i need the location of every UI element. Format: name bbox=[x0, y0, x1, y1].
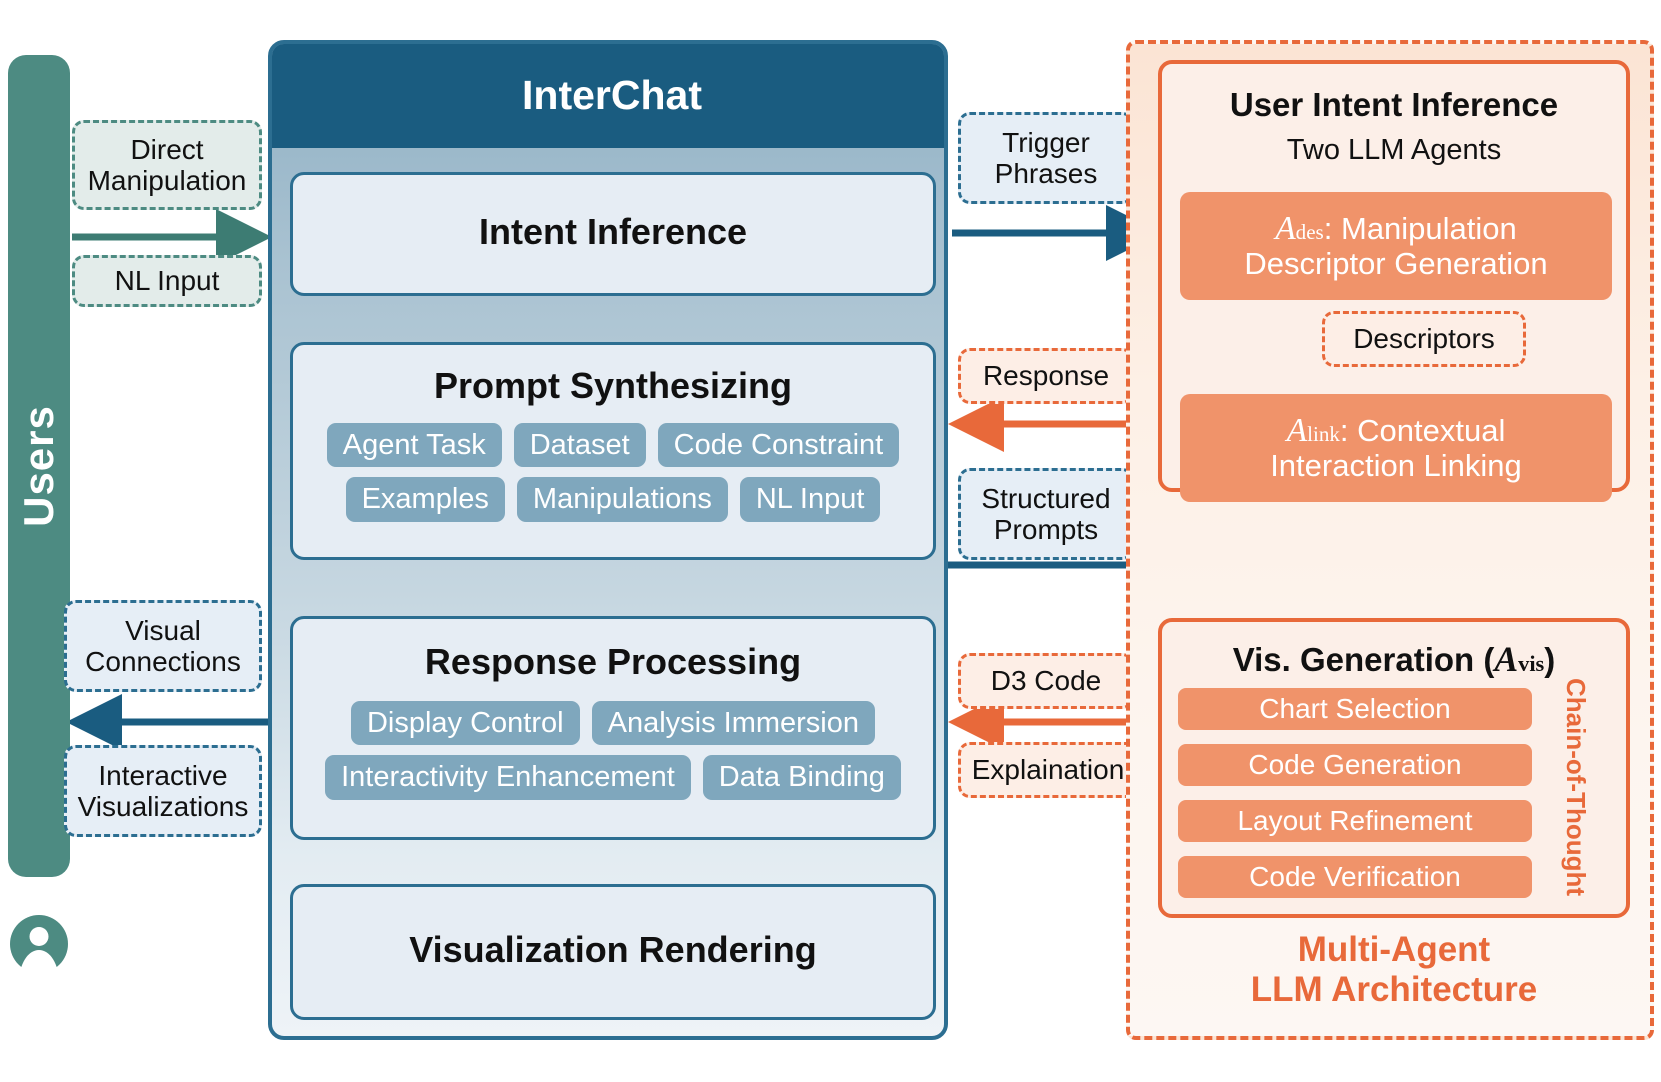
chip-nl-input: NL Input bbox=[72, 255, 262, 307]
agent-subscript-des: des bbox=[1295, 219, 1324, 244]
avatar-body bbox=[19, 950, 59, 982]
stage-title: Response Processing bbox=[424, 641, 802, 682]
vis-title-prefix: Vis. Generation ( bbox=[1232, 641, 1495, 678]
agent-symbol-A: A bbox=[1494, 639, 1519, 679]
chip-direct-manipulation: Direct Manipulation bbox=[72, 120, 262, 210]
agent-des-line2: Descriptor Generation bbox=[1244, 246, 1548, 282]
chip-line1: Visual bbox=[125, 614, 201, 646]
agent-des-text1: : Manipulation bbox=[1323, 210, 1517, 246]
chip-line1: Structured bbox=[981, 482, 1111, 514]
card-title: Vis. Generation (Avis) bbox=[1162, 638, 1626, 680]
tag-agent-task[interactable]: Agent Task bbox=[326, 423, 502, 468]
stage-response-processing[interactable]: Response Processing Display Control Anal… bbox=[290, 616, 936, 840]
chip-line2: Prompts bbox=[993, 514, 1099, 545]
agent-des-line1: Ades: Manipulation bbox=[1275, 210, 1517, 248]
caption-line1: Multi-Agent bbox=[1297, 930, 1491, 969]
vis-step-code-generation[interactable]: Code Generation bbox=[1178, 744, 1532, 786]
chip-structured-prompts: Structured Prompts bbox=[958, 468, 1134, 560]
tag-row: Display Control Analysis Immersion bbox=[293, 701, 933, 746]
users-label: Users bbox=[15, 405, 62, 527]
tag-row: Interactivity Enhancement Data Binding bbox=[293, 755, 933, 800]
multi-agent-caption: Multi-Agent LLM Architecture bbox=[1158, 930, 1630, 1009]
tag-dataset[interactable]: Dataset bbox=[513, 423, 646, 468]
vis-step-layout-refinement[interactable]: Layout Refinement bbox=[1178, 800, 1532, 842]
stage-title: Visualization Rendering bbox=[409, 929, 817, 970]
chip-line1: Response bbox=[982, 360, 1110, 392]
user-avatar-icon bbox=[10, 915, 68, 982]
stage-prompt-synthesizing[interactable]: Prompt Synthesizing Agent Task Dataset C… bbox=[290, 342, 936, 560]
chip-line2: Connections bbox=[85, 646, 241, 677]
agent-symbol-A: A bbox=[1275, 209, 1296, 247]
chip-line2: Manipulation bbox=[87, 165, 247, 196]
chip-trigger-phrases: Trigger Phrases bbox=[958, 112, 1134, 204]
tag-code-constraint[interactable]: Code Constraint bbox=[657, 423, 900, 468]
caption-line2: LLM Architecture bbox=[1250, 969, 1538, 1009]
users-bar: Users bbox=[8, 55, 70, 877]
tag-display-control[interactable]: Display Control bbox=[350, 701, 580, 746]
chip-descriptors: Descriptors bbox=[1322, 311, 1526, 367]
stage-visualization-rendering[interactable]: Visualization Rendering bbox=[290, 884, 936, 1020]
vis-step-code-verification[interactable]: Code Verification bbox=[1178, 856, 1532, 898]
interchat-header: InterChat bbox=[272, 44, 944, 148]
agent-subscript-vis: vis bbox=[1518, 651, 1545, 676]
chip-line1: Descriptors bbox=[1353, 323, 1495, 355]
agent-link-text1: : Contextual bbox=[1339, 412, 1506, 448]
tag-analysis-immersion[interactable]: Analysis Immersion bbox=[591, 701, 876, 746]
chip-line1: NL Input bbox=[114, 265, 220, 297]
vis-title-suffix: ) bbox=[1544, 641, 1556, 678]
chip-line1: Interactive bbox=[98, 759, 228, 791]
page-title: InterChat bbox=[522, 71, 702, 118]
stage-title: Intent Inference bbox=[478, 211, 748, 252]
tag-examples[interactable]: Examples bbox=[345, 477, 505, 522]
tag-data-binding[interactable]: Data Binding bbox=[702, 755, 901, 800]
chip-d3-code: D3 Code bbox=[958, 653, 1134, 709]
agent-block-a-link[interactable]: Alink: Contextual Interaction Linking bbox=[1180, 394, 1612, 502]
agent-symbol-A: A bbox=[1286, 411, 1308, 449]
tag-row: Examples Manipulations NL Input bbox=[293, 477, 933, 522]
chip-line2: Phrases bbox=[994, 158, 1098, 189]
chip-interactive-visualizations: Interactive Visualizations bbox=[64, 745, 262, 837]
chip-visual-connections: Visual Connections bbox=[64, 600, 262, 692]
card-title: User Intent Inference bbox=[1229, 86, 1559, 123]
avatar-head bbox=[29, 927, 49, 946]
chip-line1: Explaination bbox=[971, 754, 1125, 786]
chip-line1: Trigger bbox=[1002, 126, 1090, 158]
chip-line1: Direct bbox=[130, 133, 204, 165]
agent-block-a-des[interactable]: Ades: Manipulation Descriptor Generation bbox=[1180, 192, 1612, 300]
tag-interactivity-enhancement[interactable]: Interactivity Enhancement bbox=[325, 755, 691, 800]
chain-of-thought-label: Chain-of-Thought bbox=[1561, 678, 1591, 897]
agent-link-line2: Interaction Linking bbox=[1270, 448, 1522, 484]
card-subtitle: Two LLM Agents bbox=[1286, 134, 1502, 166]
agent-subscript-link: link bbox=[1307, 421, 1340, 446]
tag-manipulations[interactable]: Manipulations bbox=[516, 477, 728, 522]
chip-explanation: Explaination bbox=[958, 742, 1138, 798]
stage-intent-inference[interactable]: Intent Inference bbox=[290, 172, 936, 296]
agent-link-line1: Alink: Contextual bbox=[1287, 412, 1506, 450]
chip-line1: D3 Code bbox=[990, 665, 1102, 697]
tag-nl-input[interactable]: NL Input bbox=[739, 477, 881, 522]
tag-row: Agent Task Dataset Code Constraint bbox=[293, 423, 933, 468]
interchat-panel: InterChat Intent Inference Prompt Synthe… bbox=[268, 40, 948, 1040]
card-user-intent-inference[interactable]: User Intent Inference Two LLM Agents Ade… bbox=[1158, 60, 1630, 502]
card-vis-generation[interactable]: Vis. Generation (Avis) Chart Selection C… bbox=[1158, 618, 1630, 918]
vis-step-chart-selection[interactable]: Chart Selection bbox=[1178, 688, 1532, 730]
chip-line2: Visualizations bbox=[77, 791, 249, 822]
chip-response: Response bbox=[958, 348, 1134, 404]
stage-title: Prompt Synthesizing bbox=[433, 365, 793, 406]
